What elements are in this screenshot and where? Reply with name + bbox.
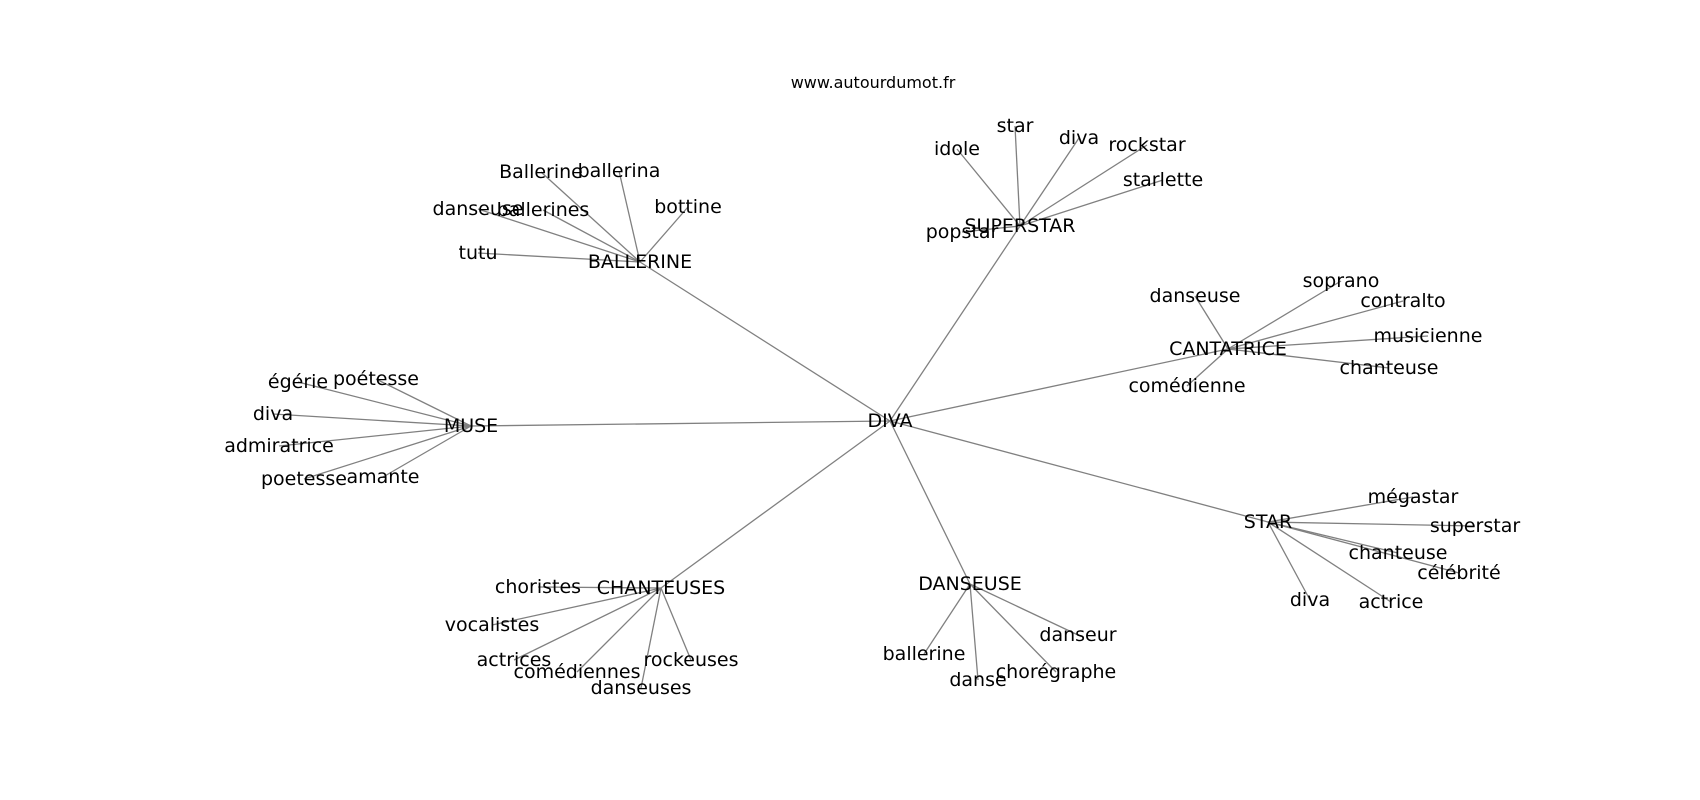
- edge-hub-to-word: [278, 425, 472, 447]
- graph-edges: [272, 125, 1476, 689]
- word-node-label: ballerines: [497, 199, 590, 221]
- word-node-label: ballerine: [883, 643, 966, 665]
- edge-hub-to-word: [272, 413, 472, 427]
- hub-node-label: STAR: [1244, 511, 1292, 533]
- edge-hub-to-word: [969, 583, 1057, 673]
- edge-hub-to-word: [961, 225, 1021, 233]
- word-node-label: danseuses: [591, 677, 692, 699]
- word-node-label: danseuse: [433, 198, 524, 220]
- word-node-label: célébrité: [1417, 562, 1500, 584]
- word-node-label: poétesse: [333, 368, 419, 390]
- word-node-label: soprano: [1303, 270, 1380, 292]
- edge-hub-to-word: [1267, 521, 1392, 603]
- edge-hub-to-word: [382, 425, 472, 478]
- edge-hub-to-word: [1267, 496, 1414, 523]
- edge-center-to-hub: [889, 348, 1229, 422]
- edge-hub-to-word: [1019, 144, 1148, 227]
- edge-hub-to-word: [1227, 335, 1429, 350]
- word-node-label: danseuse: [1150, 285, 1241, 307]
- word-node-label: diva: [1059, 127, 1099, 149]
- edge-hub-to-word: [1014, 125, 1021, 227]
- edge-center-to-hub: [660, 420, 891, 589]
- edge-hub-to-word: [375, 378, 472, 427]
- source-label: www.autourdumot.fr: [791, 73, 956, 92]
- edge-hub-to-word: [618, 170, 641, 263]
- word-node-label: égérie: [268, 371, 328, 393]
- word-node-label: ballerina: [578, 160, 661, 182]
- edge-hub-to-word: [923, 583, 971, 655]
- edge-hub-to-word: [576, 587, 662, 673]
- word-node-label: chanteuse: [1340, 357, 1439, 379]
- edge-hub-to-word: [1227, 300, 1404, 350]
- edge-hub-to-word: [1227, 280, 1342, 350]
- edge-center-to-hub: [889, 420, 971, 585]
- edge-hub-to-word: [297, 381, 472, 427]
- edge-hub-to-word: [1194, 295, 1229, 350]
- edge-hub-to-word: [660, 587, 692, 661]
- word-node-label: chanteuse: [1349, 542, 1448, 564]
- edge-center-to-hub: [889, 420, 1269, 523]
- word-node-label: contralto: [1360, 290, 1445, 312]
- edge-hub-to-word: [640, 587, 662, 689]
- center-node-label: DIVA: [867, 410, 912, 432]
- edge-hub-to-word: [969, 583, 979, 681]
- hub-node-label: BALLERINE: [588, 251, 692, 273]
- word-node-label: actrice: [1359, 591, 1424, 613]
- word-node-label: Ballerine: [499, 161, 583, 183]
- edge-hub-to-word: [540, 171, 641, 263]
- word-node-label: diva: [253, 403, 293, 425]
- edge-hub-to-word: [956, 148, 1021, 227]
- edge-hub-to-word: [542, 209, 641, 263]
- edge-center-to-hub: [639, 261, 891, 422]
- word-node-label: admiratrice: [224, 435, 334, 457]
- edge-hub-to-word: [1186, 348, 1229, 387]
- word-node-label: actrices: [477, 649, 552, 671]
- word-node-label: bottine: [654, 196, 722, 218]
- word-node-label: starlette: [1123, 169, 1203, 191]
- edge-hub-to-word: [477, 208, 641, 263]
- edge-hub-to-word: [1267, 521, 1311, 601]
- word-node-label: mégastar: [1368, 486, 1459, 508]
- edge-hub-to-word: [1019, 137, 1080, 227]
- hub-node-label: SUPERSTAR: [964, 215, 1075, 237]
- word-node-label: chorégraphe: [996, 661, 1117, 683]
- edge-hub-to-word: [513, 587, 662, 661]
- word-node-label: choristes: [495, 576, 581, 598]
- word-node-label: star: [997, 115, 1034, 137]
- edge-center-to-hub: [470, 420, 891, 427]
- edge-hub-to-word: [1227, 348, 1390, 369]
- edge-hub-to-word: [491, 587, 662, 626]
- edge-hub-to-word: [639, 206, 689, 263]
- word-node-label: vocalistes: [445, 614, 539, 636]
- edge-center-to-hub: [889, 225, 1021, 422]
- word-node-label: amante: [347, 466, 420, 488]
- edge-hub-to-word: [1267, 521, 1476, 527]
- word-node-label: rockeuses: [643, 649, 738, 671]
- word-node-label: rockstar: [1108, 134, 1185, 156]
- word-node-label: comédienne: [1128, 375, 1245, 397]
- word-node-label: tutu: [459, 242, 498, 264]
- word-node-label: idole: [934, 138, 980, 160]
- edge-hub-to-word: [1019, 179, 1164, 227]
- hub-node-label: CHANTEUSES: [597, 577, 725, 599]
- hub-node-label: CANTATRICE: [1169, 338, 1287, 360]
- word-node-label: comédiennes: [514, 661, 641, 683]
- edge-hub-to-word: [969, 583, 1079, 636]
- edge-hub-to-word: [477, 252, 641, 263]
- word-node-label: musicienne: [1374, 325, 1483, 347]
- word-node-label: superstar: [1430, 515, 1520, 537]
- edge-hub-to-word: [537, 586, 662, 589]
- word-node-label: danse: [949, 669, 1006, 691]
- word-node-label: poetesse: [261, 468, 347, 490]
- graph-labels: www.autourdumot.fr BALLERINEBallerinebal…: [224, 73, 1520, 699]
- hub-node-label: DANSEUSE: [918, 573, 1022, 595]
- edge-hub-to-word: [1267, 521, 1460, 574]
- word-node-label: danseur: [1039, 624, 1116, 646]
- edge-hub-to-word: [303, 425, 472, 480]
- hub-node-label: MUSE: [444, 415, 498, 437]
- word-node-label: popstar: [926, 221, 999, 243]
- word-node-label: diva: [1290, 589, 1330, 611]
